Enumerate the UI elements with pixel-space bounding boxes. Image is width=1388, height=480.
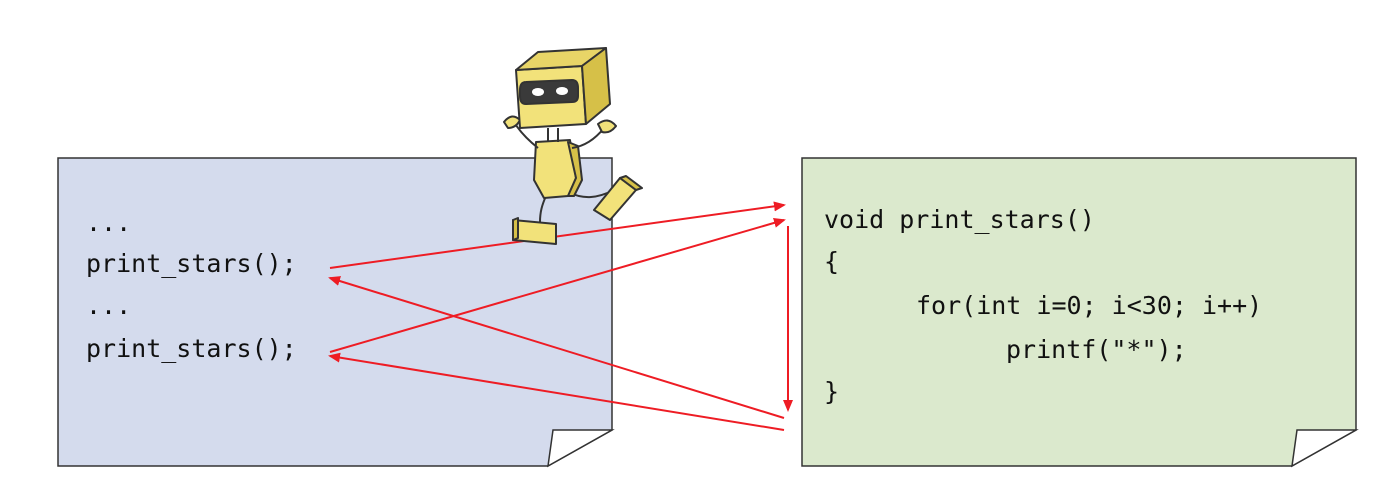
function-line-3: for(int i=0; i<30; i++) (916, 291, 1262, 320)
caller-line-4: print_stars(); (86, 334, 297, 363)
robot-left-foot (512, 219, 557, 245)
robot-eye-right (556, 87, 568, 95)
return-arrow-1 (328, 276, 785, 419)
caller-line-3: ... (86, 291, 131, 320)
robot-mascot-icon (503, 47, 643, 245)
call-arrow-2 (329, 217, 786, 353)
caller-line-1: ... (86, 208, 131, 237)
function-code-panel: void print_stars() { for(int i=0; i<30; … (801, 157, 1359, 468)
robot-face-band (519, 79, 579, 105)
robot-eye-left (532, 88, 544, 96)
robot-head-side (581, 47, 611, 125)
robot-right-hand (597, 119, 617, 134)
caller-panel-sheet (57, 157, 613, 467)
return-arrow-2 (328, 352, 785, 431)
function-panel-fold (1291, 429, 1359, 468)
function-line-4: printf("*"); (1006, 335, 1187, 364)
function-line-5: } (824, 377, 839, 406)
function-line-1: void print_stars() (824, 205, 1095, 234)
caller-panel-fold (547, 429, 615, 468)
function-line-2: { (824, 247, 839, 276)
caller-code-panel: ... print_stars(); ... print_stars(); (57, 157, 615, 468)
caller-line-2: print_stars(); (86, 249, 297, 278)
